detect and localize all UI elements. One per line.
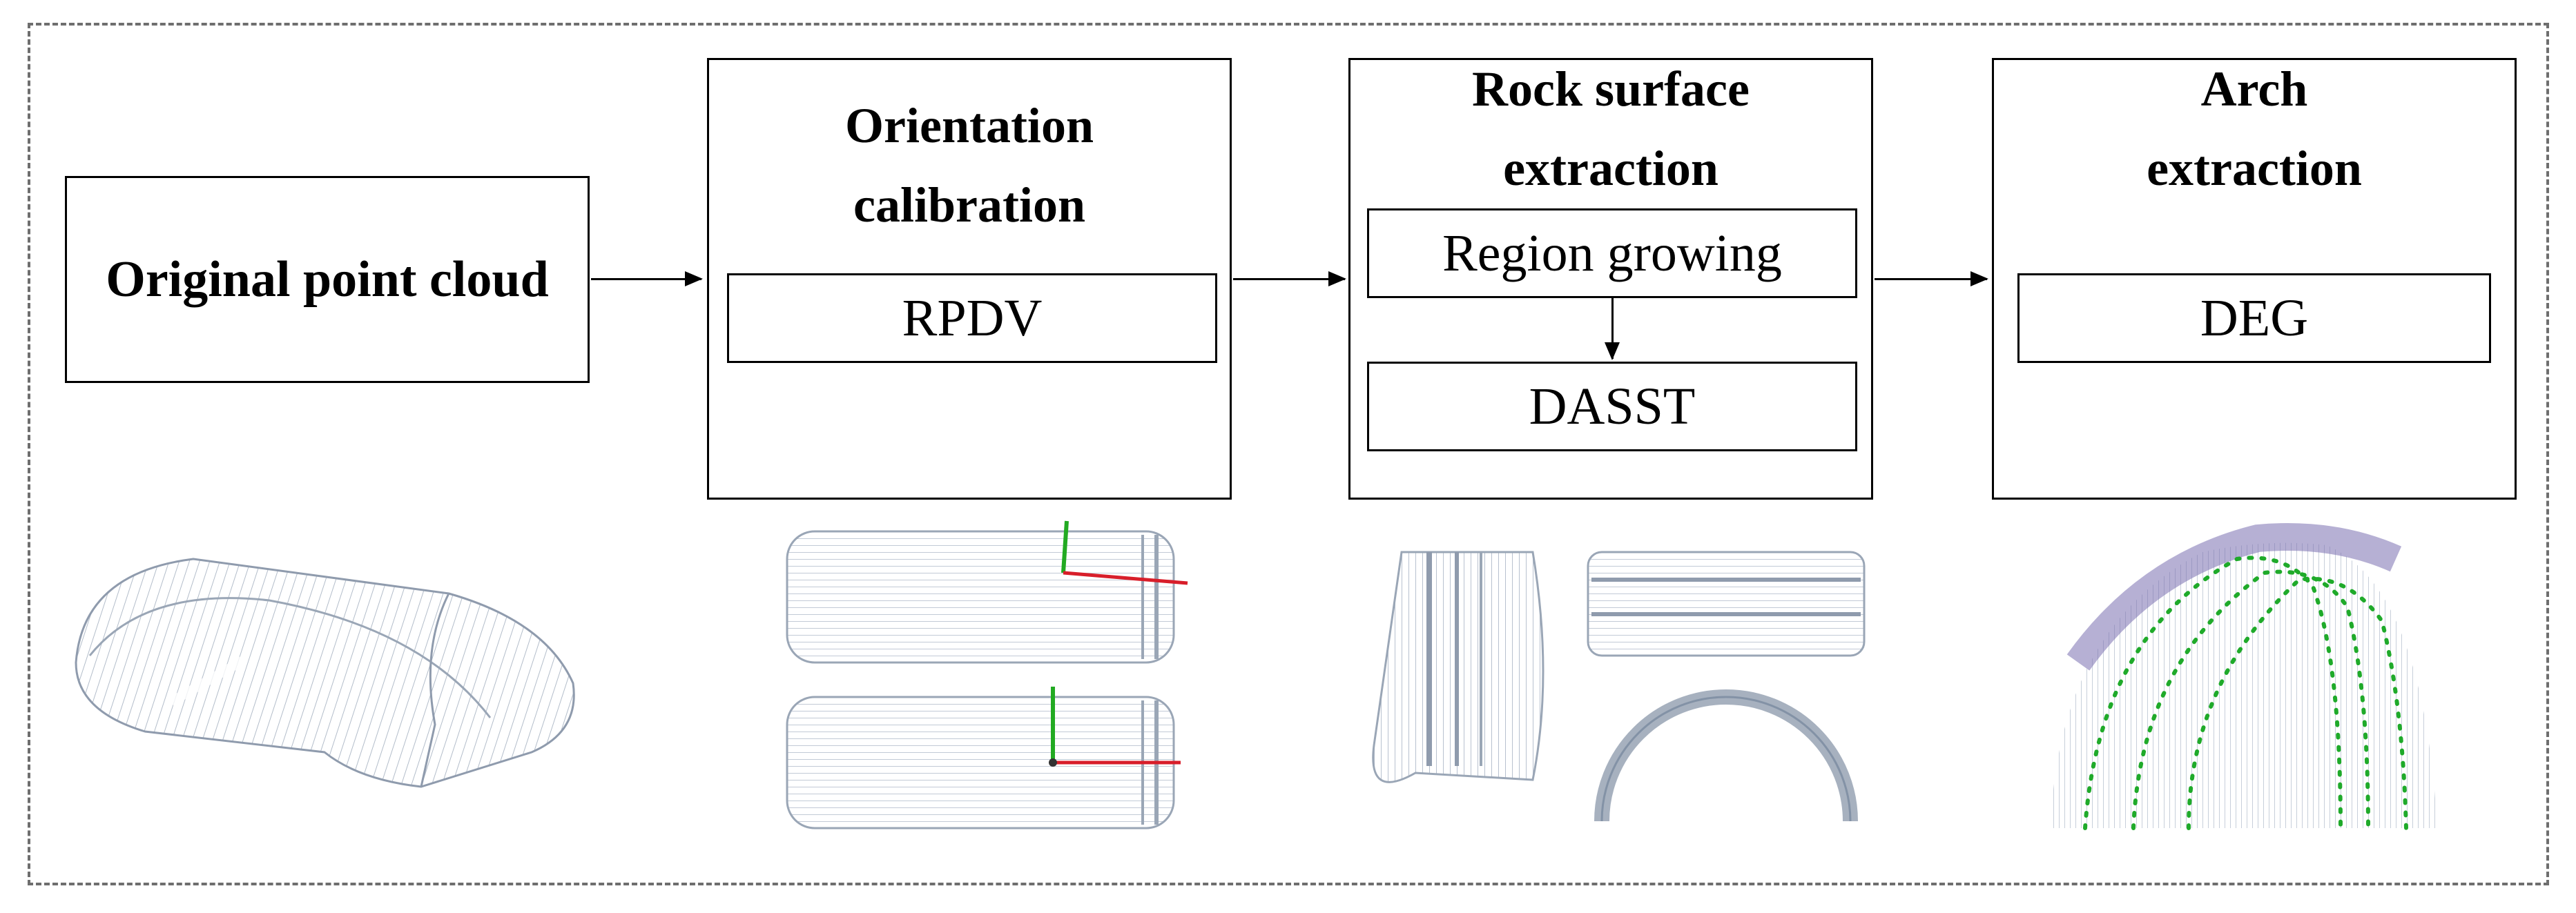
deg-box: DEG [2017,273,2491,363]
rock-surface-extraction-image [1372,551,1866,822]
arch-extraction-image [2051,523,2437,830]
original-point-cloud-label: Original point cloud [106,251,549,308]
arrow-1 [591,271,703,286]
region-growing-box: Region growing [1367,208,1857,298]
dasst-box: DASST [1367,362,1857,451]
arrow-2 [1233,271,1346,286]
original-point-cloud-box: Original point cloud [65,176,590,383]
original-point-cloud-image [75,558,575,788]
arrow-region-to-dasst [1605,298,1620,360]
rpdv-box: RPDV [727,273,1217,363]
dashed-frame [28,23,2549,885]
arch-extraction-title: Arch extraction [2147,61,2362,196]
rock-surface-extraction-title: Rock surface extraction [1472,61,1750,196]
orientation-calibration-image [786,520,1188,829]
arrow-3 [1875,271,1988,286]
orientation-calibration-title: Orientation calibration [845,98,1094,233]
